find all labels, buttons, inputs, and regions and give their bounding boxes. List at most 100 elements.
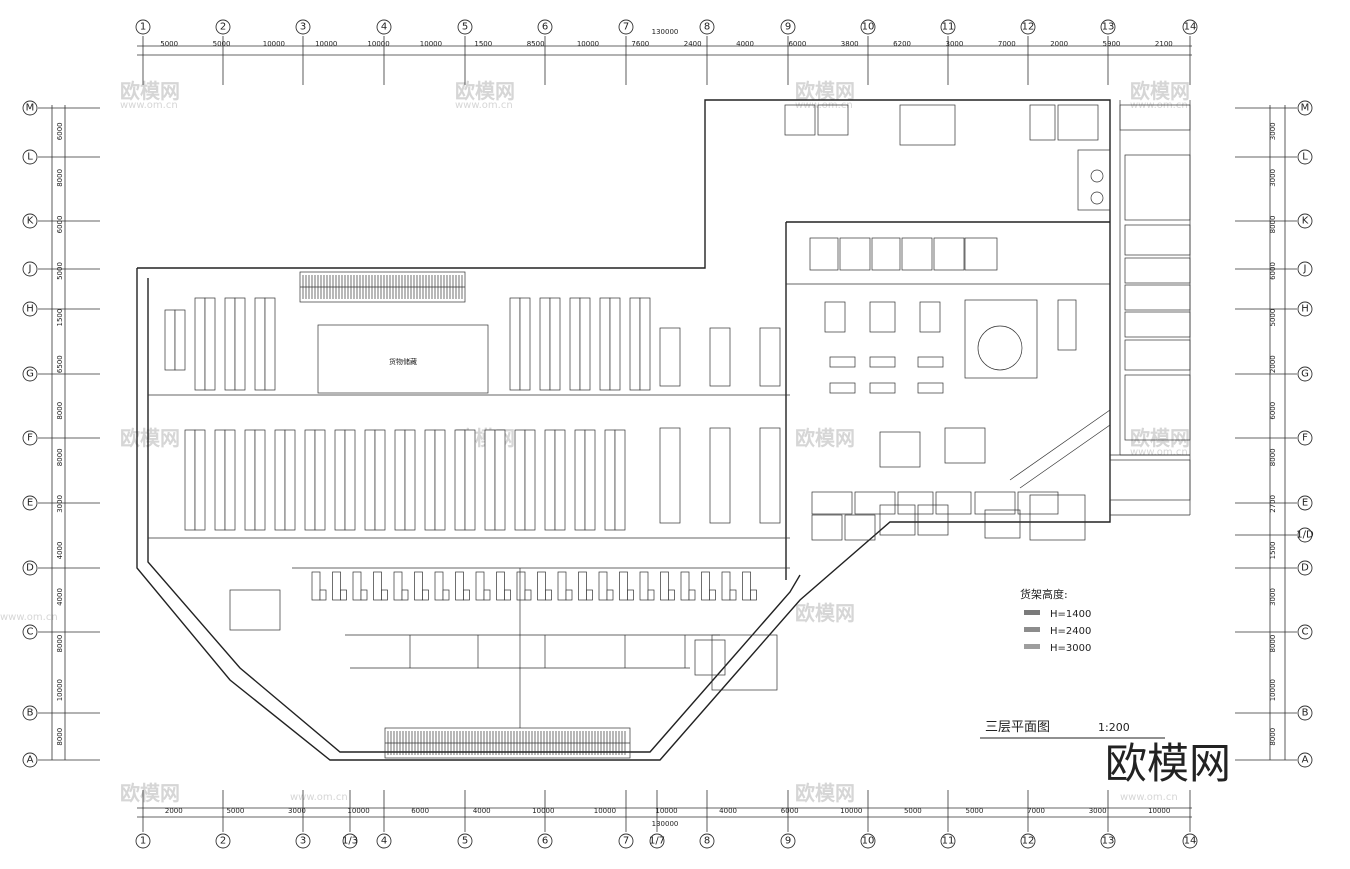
dimension-text: 8000 <box>56 635 64 653</box>
axis-label: 1 <box>140 22 146 33</box>
axis-label: A <box>1302 755 1309 766</box>
legend-swatch-2400 <box>1024 627 1040 632</box>
axis-label: 5 <box>462 22 468 33</box>
axis-bubble: 5 <box>457 19 473 35</box>
shelving-right <box>659 327 781 524</box>
axis-label: E <box>27 498 33 509</box>
dimension-text: 2000 <box>165 807 183 815</box>
watermark-url: www.om.cn <box>290 792 348 803</box>
dimension-text: 6500 <box>56 355 64 373</box>
dimension-text: 4000 <box>56 542 64 560</box>
axis-tick-lines <box>38 36 1297 832</box>
dimension-text: 8500 <box>527 40 545 48</box>
axis-label: E <box>1302 498 1308 509</box>
axis-bubble: G <box>22 366 38 382</box>
dimension-text: 8000 <box>56 169 64 187</box>
legend-item-3000: H=3000 <box>1050 643 1091 654</box>
axis-label: 10 <box>862 836 875 847</box>
axis-label: 14 <box>1184 22 1197 33</box>
dimension-text: 1500 <box>56 309 64 327</box>
watermark-url: www.om.cn <box>120 100 178 111</box>
dimension-text: 10000 <box>577 40 599 48</box>
axis-label: L <box>1302 152 1308 163</box>
dimension-text: 5000 <box>213 40 231 48</box>
axis-bubble: 4 <box>376 833 392 849</box>
dimension-text: 4000 <box>56 588 64 606</box>
dimension-text: 10000 <box>263 40 285 48</box>
axis-bubble: 2 <box>215 19 231 35</box>
axis-bubble: 13 <box>1100 19 1116 35</box>
axis-bubble: L <box>22 149 38 165</box>
axis-bubble: 14 <box>1182 19 1198 35</box>
dimension-text: 8000 <box>1269 728 1277 746</box>
axis-label: G <box>26 369 34 380</box>
dimension-text: 7000 <box>998 40 1016 48</box>
axis-label: J <box>1303 264 1307 275</box>
dimension-text: 3000 <box>1269 169 1277 187</box>
axis-bubble: 10 <box>860 833 876 849</box>
dimension-text: 6200 <box>893 40 911 48</box>
axis-label: C <box>1302 627 1309 638</box>
axis-bubble: A <box>1297 752 1313 768</box>
axis-label: 2 <box>220 22 226 33</box>
watermark-url: www.om.cn <box>1130 100 1188 111</box>
axis-bubble: 2 <box>215 833 231 849</box>
axis-bubble: 10 <box>860 19 876 35</box>
axis-bubble: 1/D <box>1296 527 1314 543</box>
shelving-upper <box>164 297 651 391</box>
legend-title: 货架高度: <box>1020 587 1068 601</box>
axis-label: M <box>26 103 35 114</box>
dimension-text: 2000 <box>1269 355 1277 373</box>
checkout-counters <box>311 571 757 601</box>
axis-bubble: 11 <box>940 833 956 849</box>
axis-bubble: J <box>1297 261 1313 277</box>
dimension-text: 5900 <box>1103 40 1121 48</box>
dimension-text: 5000 <box>160 40 178 48</box>
watermark-url: www.om.cn <box>795 100 853 111</box>
dimension-text: 6000 <box>1269 262 1277 280</box>
axis-bubble: H <box>22 301 38 317</box>
axis-label: 6 <box>542 836 548 847</box>
axis-label: 7 <box>623 22 629 33</box>
axis-bubble: H <box>1297 301 1313 317</box>
axis-label: 3 <box>300 836 306 847</box>
dimension-text: 10000 <box>532 807 554 815</box>
dimension-text: 8000 <box>56 402 64 420</box>
axis-label: K <box>27 216 34 227</box>
axis-label: 1/7 <box>649 836 665 847</box>
watermark-brand: 欧模网 <box>795 426 855 450</box>
axis-bubble: 8 <box>699 833 715 849</box>
shelving-lower <box>184 429 626 531</box>
axis-bubble: 6 <box>537 833 553 849</box>
dimension-text: 5000 <box>904 807 922 815</box>
dimension-text: 3800 <box>841 40 859 48</box>
axis-bubble: 3 <box>295 19 311 35</box>
axis-bubble: J <box>22 261 38 277</box>
dimension-text: 2100 <box>1155 40 1173 48</box>
dimension-text: 6000 <box>1269 402 1277 420</box>
axis-label: 11 <box>942 22 955 33</box>
axis-label: 14 <box>1184 836 1197 847</box>
overall-dimension-bottom: 130000 <box>652 820 679 828</box>
axis-bubble: B <box>1297 705 1313 721</box>
axis-label: 11 <box>942 836 955 847</box>
axis-bubble: 12 <box>1020 19 1036 35</box>
service-center <box>824 299 1191 501</box>
office-row <box>809 237 998 271</box>
watermark-brand: 欧模网 <box>1130 426 1190 450</box>
watermark-url: www.om.cn <box>455 100 513 111</box>
axis-label: D <box>26 563 34 574</box>
axis-bubble: E <box>1297 495 1313 511</box>
watermark-url: www.om.cn <box>1120 792 1178 803</box>
axis-label: J <box>28 264 32 275</box>
axis-label: G <box>1301 369 1309 380</box>
left-dimension-texts: 6000800060005000150065008000800030004000… <box>56 122 64 745</box>
axis-bubble: C <box>22 624 38 640</box>
dimension-text: 8000 <box>56 448 64 466</box>
legend-item-2400: H=2400 <box>1050 626 1091 637</box>
dimension-text: 1500 <box>474 40 492 48</box>
